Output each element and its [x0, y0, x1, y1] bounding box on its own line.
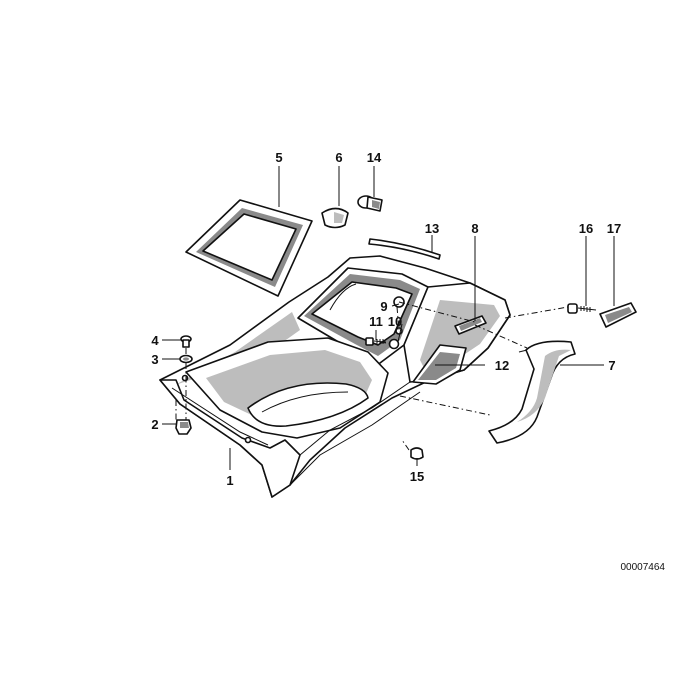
- callout-10: 10: [388, 314, 402, 329]
- part-6-plug: [321, 207, 349, 229]
- part-5-window-frame: [185, 199, 313, 297]
- callout-2: 2: [151, 417, 158, 432]
- part-8-reflector: [454, 315, 487, 335]
- part-17-reflector: [599, 302, 637, 328]
- part-14-rivet: [357, 195, 383, 212]
- callout-4: 4: [151, 333, 159, 348]
- callout-8: 8: [471, 221, 478, 236]
- part-13-seal-strip: [368, 238, 441, 260]
- callout-labels: 1 2 3 4 5 6 7 8 9 10 11 12 13 14 15 16 1…: [151, 150, 621, 488]
- document-number: 00007464: [621, 562, 666, 573]
- callout-1: 1: [226, 473, 233, 488]
- part-1-seat-cowl: [159, 255, 511, 498]
- callout-9: 9: [380, 299, 387, 314]
- part-7-grab-handle: [488, 340, 576, 444]
- part-2-nut: [175, 419, 192, 435]
- part-16-screw: [567, 303, 597, 314]
- callout-17: 17: [607, 221, 621, 236]
- assembly-lines: [175, 301, 569, 451]
- callout-14: 14: [367, 150, 382, 165]
- callout-3: 3: [151, 352, 158, 367]
- callout-5: 5: [275, 150, 282, 165]
- part-15-plug: [410, 447, 424, 460]
- part-4-screw: [180, 335, 192, 348]
- callout-13: 13: [425, 221, 439, 236]
- callout-11: 11: [369, 314, 383, 329]
- part-11-screw: [365, 337, 387, 346]
- callout-16: 16: [579, 221, 593, 236]
- callout-15: 15: [410, 469, 424, 484]
- callout-6: 6: [335, 150, 342, 165]
- callout-12: 12: [495, 358, 509, 373]
- callout-7: 7: [608, 358, 615, 373]
- part-3-washer: [179, 354, 193, 364]
- leader-lines: [162, 166, 615, 470]
